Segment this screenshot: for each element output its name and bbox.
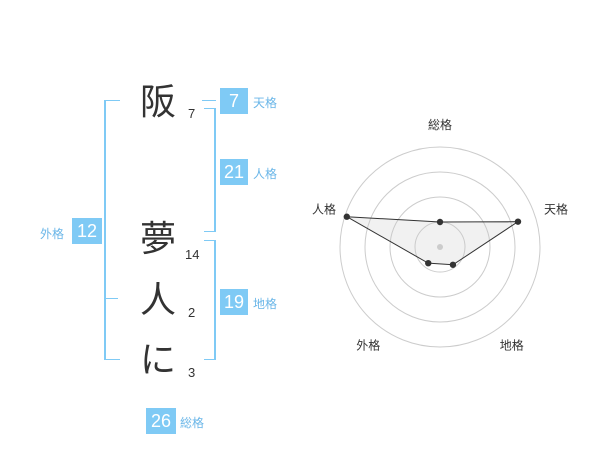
chikaku-bracket bbox=[204, 240, 216, 360]
radar-point-人格 bbox=[343, 213, 350, 220]
tenkaku-value: 7 bbox=[220, 88, 248, 114]
radar-ring-3 bbox=[364, 171, 516, 323]
name-char-3: 人 bbox=[139, 280, 176, 321]
radar-axis-label: 人格 bbox=[312, 201, 336, 216]
radar-ring-2 bbox=[389, 196, 491, 298]
jinkaku-label: 人格 bbox=[253, 167, 278, 181]
radar-axis-label: 天格 bbox=[544, 201, 568, 216]
name-char-1: 阪 bbox=[139, 82, 176, 123]
radar-points bbox=[343, 213, 522, 268]
radar-axis-label: 外格 bbox=[356, 338, 380, 353]
jinkaku-value: 21 bbox=[220, 159, 248, 185]
radar-center-dot bbox=[437, 244, 443, 250]
jinkaku-bracket bbox=[204, 108, 216, 232]
gaikaku-label: 外格 bbox=[40, 227, 65, 241]
radar-shape bbox=[346, 216, 520, 266]
tenkaku-tick bbox=[202, 100, 216, 101]
gaikaku-bracket bbox=[104, 100, 120, 360]
name-char-2: 夢 bbox=[139, 219, 176, 260]
radar-axis-label: 総格 bbox=[428, 117, 452, 132]
radar-point-総格 bbox=[436, 218, 444, 226]
gaikaku-value: 12 bbox=[72, 218, 102, 244]
soukaku-label: 総格 bbox=[180, 416, 205, 430]
tenkaku-label: 天格 bbox=[253, 96, 278, 110]
stroke-count-1: 7 bbox=[188, 106, 196, 121]
stroke-count-2: 14 bbox=[185, 247, 200, 262]
radar-point-天格 bbox=[514, 218, 522, 225]
soukaku-value: 26 bbox=[146, 408, 176, 434]
chikaku-value: 19 bbox=[220, 289, 248, 315]
radar-grid bbox=[339, 146, 541, 348]
gaikaku-bracket-tick bbox=[104, 298, 118, 299]
name-char-4: に bbox=[139, 340, 176, 381]
stroke-count-4: 3 bbox=[188, 365, 196, 380]
radar-point-地格 bbox=[449, 261, 457, 268]
radar-point-外格 bbox=[425, 259, 432, 267]
chikaku-label: 地格 bbox=[253, 297, 278, 311]
radar-ring-4 bbox=[339, 146, 541, 348]
stroke-count-3: 2 bbox=[188, 305, 196, 320]
radar-axis-label: 地格 bbox=[500, 338, 524, 353]
